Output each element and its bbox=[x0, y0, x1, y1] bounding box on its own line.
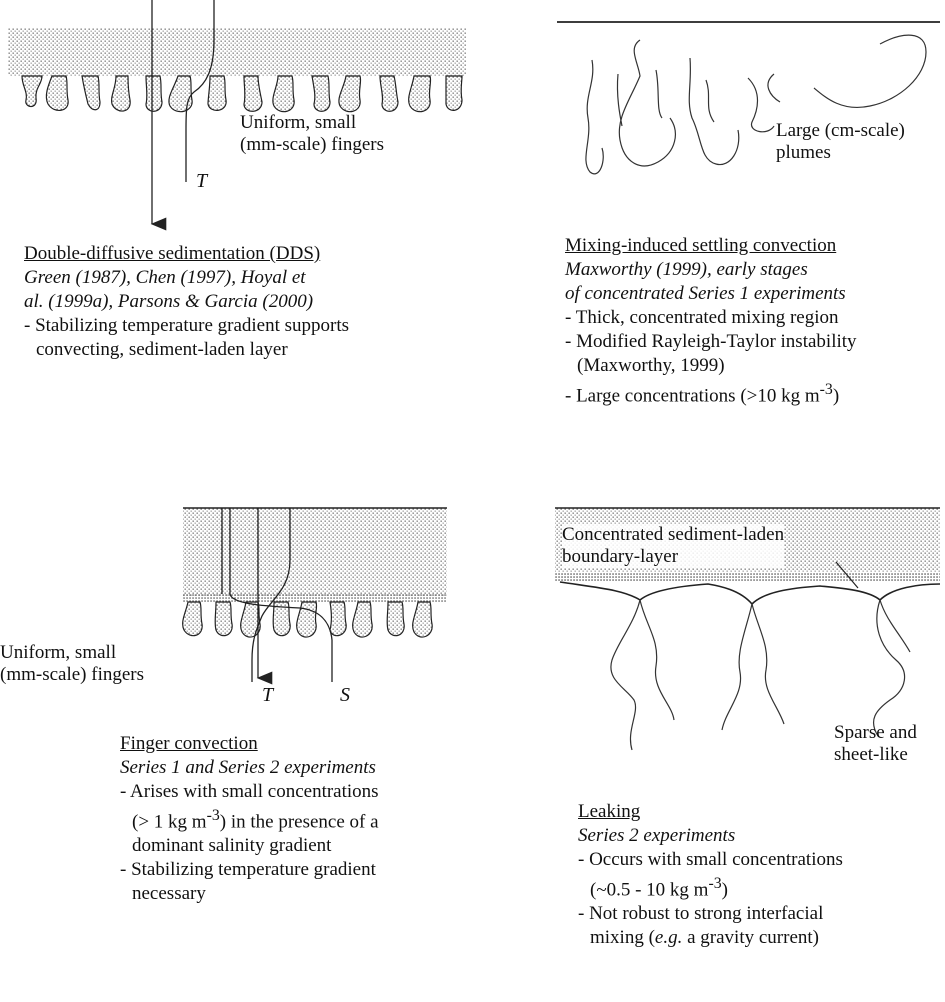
dds-fingers bbox=[22, 76, 462, 112]
leaking-bullet-2: - Not robust to strong interfacial bbox=[578, 902, 843, 926]
leaking-cusped-interface bbox=[560, 582, 940, 604]
finger-fingers-label: Uniform, small (mm-scale) fingers bbox=[0, 642, 144, 686]
mixing-bullet-2: - Modified Rayleigh-Taylor instability bbox=[565, 330, 857, 354]
finger-bullet-1-cont: (> 1 kg m-3) in the presence of a bbox=[120, 804, 379, 834]
dds-ref-2: al. (1999a), Parsons & Garcia (2000) bbox=[24, 290, 349, 314]
finger-bullet-2: - Stabilizing temperature gradient bbox=[120, 858, 379, 882]
plume-1 bbox=[586, 60, 603, 174]
plume-6 bbox=[706, 80, 714, 122]
finger-bullet-2-cont: necessary bbox=[120, 882, 379, 906]
finger-bullet-1-cont2: dominant salinity gradient bbox=[120, 834, 379, 858]
leaking-caption: Leaking Series 2 experiments - Occurs wi… bbox=[578, 800, 843, 950]
plume-3 bbox=[619, 40, 675, 166]
dds-sediment-layer bbox=[8, 28, 466, 76]
mixing-title: Mixing-induced settling convection bbox=[565, 234, 857, 258]
plume-9 bbox=[814, 35, 926, 107]
dds-ref-1: Green (1987), Chen (1997), Hoyal et bbox=[24, 266, 349, 290]
leaking-boundary-layer bbox=[555, 572, 940, 582]
mixing-bullet-2-cont: (Maxworthy, 1999) bbox=[565, 354, 857, 378]
plume-8 bbox=[768, 74, 780, 102]
finger-symbol-s: S bbox=[340, 684, 350, 707]
finger-bullet-1: - Arises with small concentrations bbox=[120, 780, 379, 804]
finger-ref-1: Series 1 and Series 2 experiments bbox=[120, 756, 379, 780]
mixing-ref-2: of concentrated Series 1 experiments bbox=[565, 282, 857, 306]
dds-fingers-label: Uniform, small (mm-scale) fingers bbox=[240, 112, 384, 156]
finger-symbol-t: T bbox=[262, 684, 273, 707]
leaking-bullet-1-cont: (~0.5 - 10 kg m-3) bbox=[578, 872, 843, 902]
leaking-bullet-2-cont: mixing (e.g. a gravity current) bbox=[578, 926, 843, 950]
finger-fingers bbox=[183, 602, 433, 637]
mixing-bullet-1: - Thick, concentrated mixing region bbox=[565, 306, 857, 330]
plume-7 bbox=[748, 78, 774, 132]
mixing-bullet-3: - Large concentrations (>10 kg m-3) bbox=[565, 378, 857, 408]
plume-5 bbox=[689, 58, 739, 165]
leaking-sheets-label: Sparse and sheet-like bbox=[834, 722, 917, 766]
dds-caption: Double-diffusive sedimentation (DDS) Gre… bbox=[24, 242, 349, 362]
dds-bullet-1-cont: convecting, sediment-laden layer bbox=[24, 338, 349, 362]
mixing-caption: Mixing-induced settling convection Maxwo… bbox=[565, 234, 857, 408]
finger-interface-layer bbox=[183, 594, 447, 602]
dds-symbol-t: T bbox=[196, 170, 207, 193]
dds-bullet-1: - Stabilizing temperature gradient suppo… bbox=[24, 314, 349, 338]
mixing-ref-1: Maxworthy (1999), early stages bbox=[565, 258, 857, 282]
dds-title: Double-diffusive sedimentation (DDS) bbox=[24, 242, 349, 266]
leaking-layer-label: Concentrated sediment-laden boundary-lay… bbox=[562, 524, 784, 568]
mixing-plumes-label: Large (cm-scale) plumes bbox=[776, 120, 905, 164]
leaking-ref-1: Series 2 experiments bbox=[578, 824, 843, 848]
finger-caption: Finger convection Series 1 and Series 2 … bbox=[120, 732, 379, 906]
finger-sketch bbox=[183, 508, 447, 682]
finger-title: Finger convection bbox=[120, 732, 379, 756]
plume-4 bbox=[656, 70, 662, 118]
dds-sketch bbox=[8, 0, 466, 224]
leaking-title: Leaking bbox=[578, 800, 843, 824]
leaking-bullet-1: - Occurs with small concentrations bbox=[578, 848, 843, 872]
